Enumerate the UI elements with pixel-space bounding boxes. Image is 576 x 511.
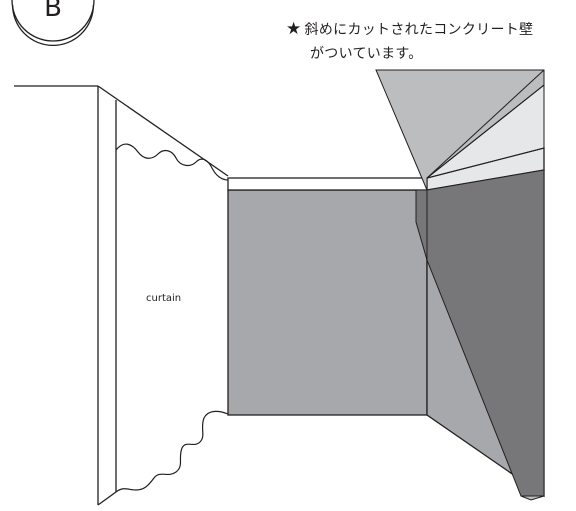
slanted-wall-note: ★斜めにカットされたコンクリート壁 がついています。: [286, 17, 576, 66]
view-marker: B: [11, 0, 95, 47]
slanted-wall-overlap-back: [415, 189, 428, 261]
curtain-label: curtain: [146, 293, 181, 304]
view-marker-arc: [11, 4, 95, 47]
left-wall-outline: [14, 85, 229, 506]
star-icon: ★: [286, 19, 302, 39]
curtain-bottom-wave: [115, 410, 229, 493]
ceiling-fan-lines: [426, 69, 545, 179]
back-wall-top-band: [227, 177, 428, 191]
back-wall: [227, 189, 428, 416]
slanted-wall-lower-edge: [520, 495, 545, 501]
view-marker-label: B: [44, 0, 62, 23]
note-line-1: 斜めにカットされたコンクリート壁: [304, 22, 534, 38]
note-line-2: がついています。: [310, 46, 423, 62]
curtain-top-wave: [115, 143, 229, 181]
